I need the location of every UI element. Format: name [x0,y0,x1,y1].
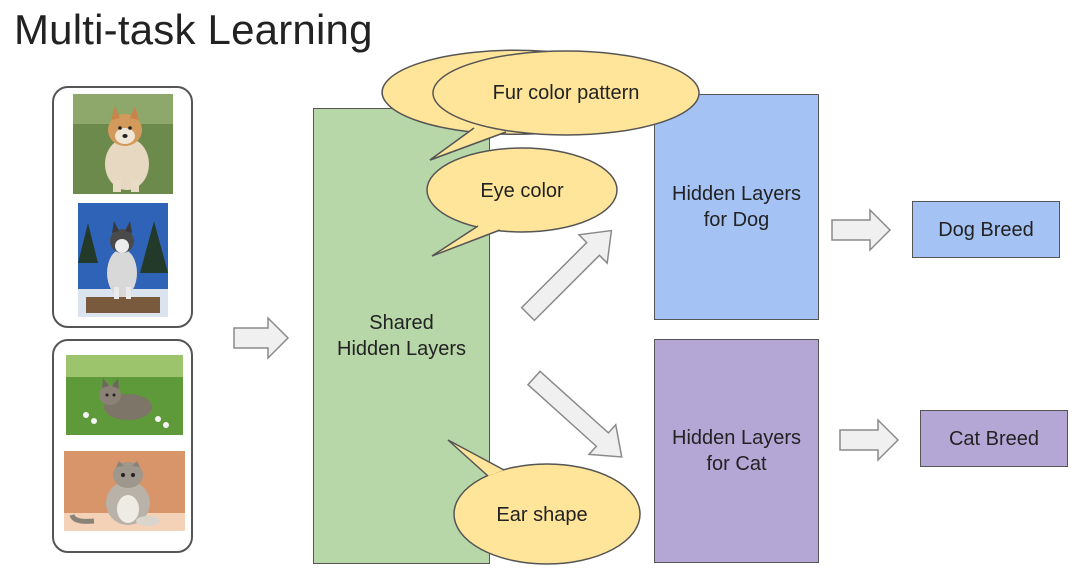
slide-title: Multi-task Learning [14,6,373,53]
ear-shape-label: Ear shape [496,504,588,526]
shared-block-line2: Hidden Layers [337,338,466,360]
ear-bubble [453,463,641,565]
to-cat-arrow [526,370,623,458]
dog-output-arrow [831,208,892,252]
eye-bubble [426,147,618,233]
input-arrow [233,316,290,360]
dog-block-line1: Hidden Layers [672,183,801,205]
cat-image-group [52,339,193,553]
cat-hidden-layers-block: Hidden Layers for Cat [654,339,819,563]
eye-color-label: Eye color [480,180,564,202]
shared-block-line1: Shared [369,312,434,334]
cat-breed-output: Cat Breed [920,410,1068,467]
fur-color-pattern-label: Fur color pattern [492,82,640,104]
to-dog-arrow [520,229,613,322]
dog-breed-output: Dog Breed [912,201,1060,258]
cat-output-arrow [839,418,900,462]
shiba-inu-photo [73,94,173,194]
dog-image-group [52,86,193,328]
dog-block-line2: for Dog [703,209,770,231]
scottish-fold-photo [64,451,185,531]
cat-block-line1: Hidden Layers [672,427,801,449]
cat-block-line2: for Cat [706,453,767,475]
kitten-in-grass-photo [66,355,183,435]
husky-photo [78,203,168,317]
dog-hidden-layers-block: Hidden Layers for Dog [654,94,819,320]
